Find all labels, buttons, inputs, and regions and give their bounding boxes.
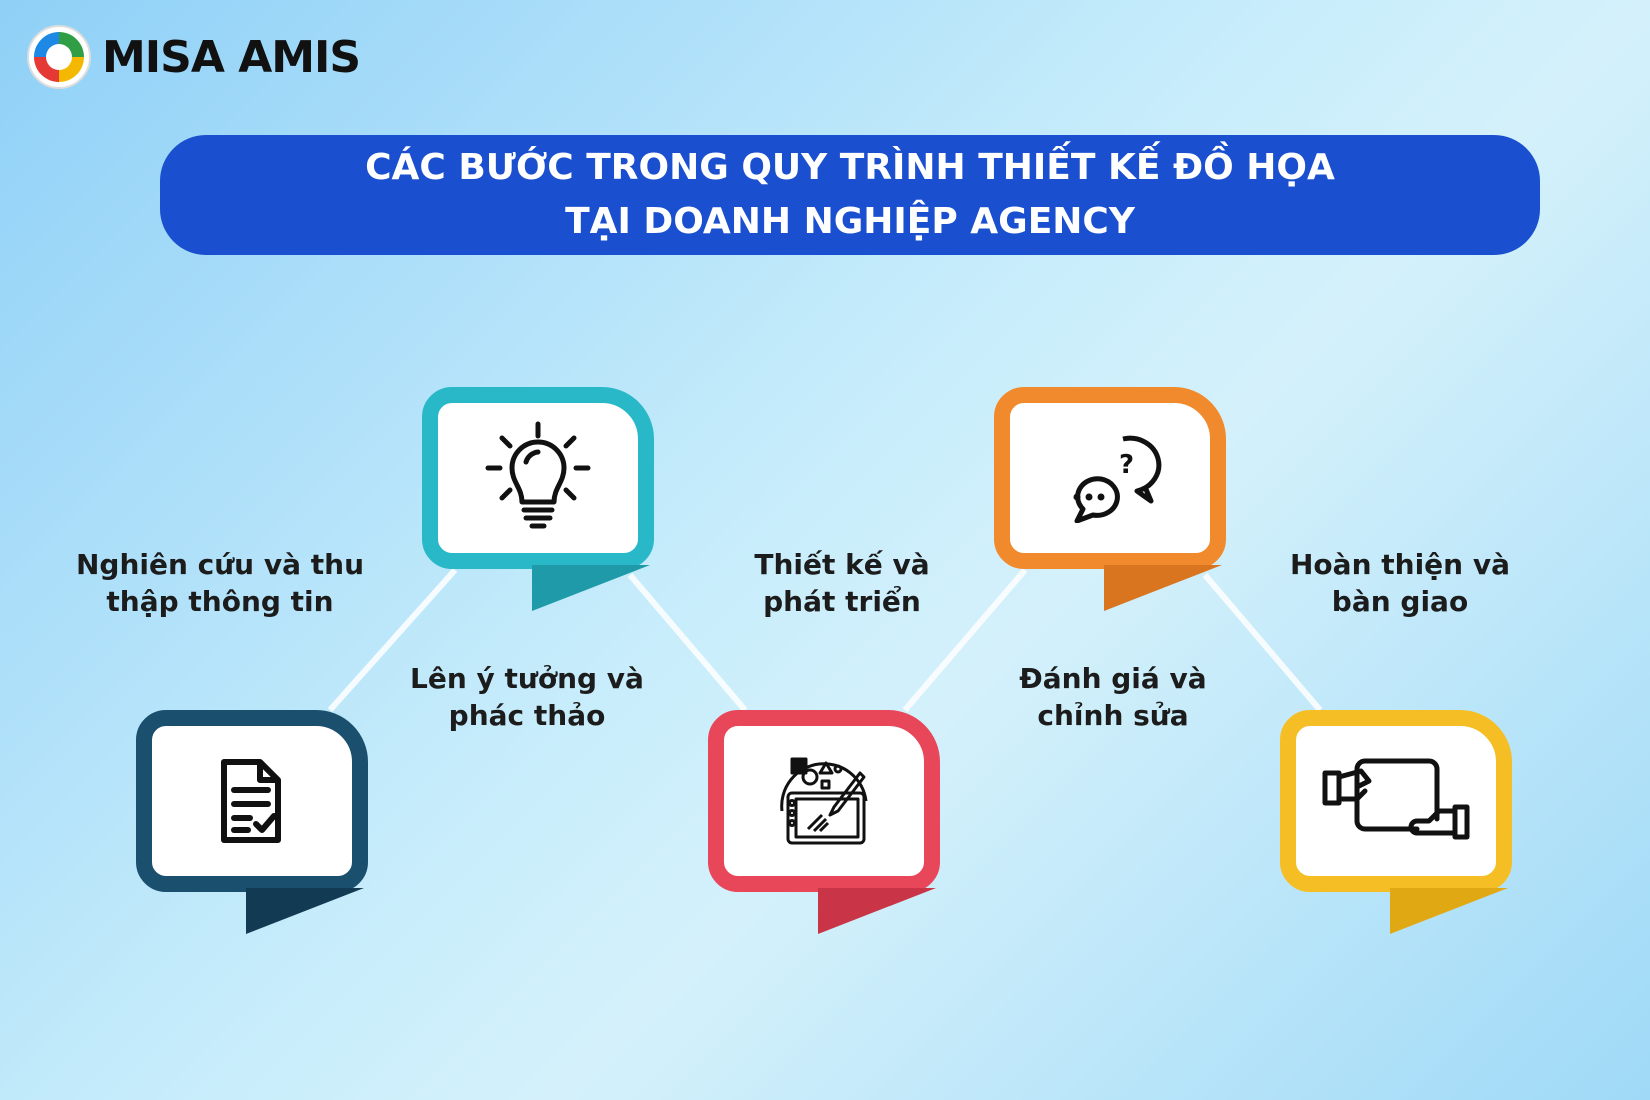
step-card-ideation bbox=[422, 387, 654, 611]
step-label-design: Thiết kế và phát triển bbox=[754, 548, 930, 618]
step-card-research bbox=[136, 710, 368, 934]
step-card-frame bbox=[1280, 710, 1512, 892]
step-card-handover bbox=[1280, 710, 1512, 934]
connector-2-3 bbox=[627, 573, 748, 712]
step-card-review: ? bbox=[994, 387, 1226, 611]
document-check-icon bbox=[221, 759, 281, 843]
title-line-2: TẠI DOANH NGHIỆP AGENCY bbox=[565, 201, 1135, 242]
connector-1-2 bbox=[327, 568, 458, 712]
step-label-ideation: Lên ý tưởng và phác thảo bbox=[410, 662, 644, 732]
step-label-research: Nghiên cứu và thu thập thông tin bbox=[75, 548, 365, 618]
misa-logo-icon bbox=[27, 25, 91, 89]
connector-3-4 bbox=[902, 568, 1028, 712]
step-card-design bbox=[708, 710, 940, 934]
lightbulb-icon bbox=[485, 421, 591, 529]
handover-icon bbox=[1322, 758, 1470, 840]
design-tablet-icon bbox=[780, 757, 868, 845]
title-banner: CÁC BƯỚC TRONG QUY TRÌNH THIẾT KẾ ĐỒ HỌA… bbox=[160, 135, 1540, 255]
step-card-frame bbox=[994, 387, 1226, 569]
svg-text:?: ? bbox=[1119, 450, 1134, 480]
step-card-frame bbox=[708, 710, 940, 892]
title-line-1: CÁC BƯỚC TRONG QUY TRÌNH THIẾT KẾ ĐỒ HỌA bbox=[365, 147, 1335, 188]
step-label-handover: Hoàn thiện và bàn giao bbox=[1290, 548, 1510, 618]
connector-4-5 bbox=[1202, 573, 1323, 712]
step-label-review: Đánh giá và chỉnh sửa bbox=[1019, 662, 1207, 732]
chat-bubbles-icon: ? bbox=[1073, 435, 1162, 523]
brand-name: MISA AMIS bbox=[102, 31, 361, 83]
brand-logo: MISA AMIS bbox=[26, 24, 361, 90]
step-card-frame bbox=[422, 387, 654, 569]
